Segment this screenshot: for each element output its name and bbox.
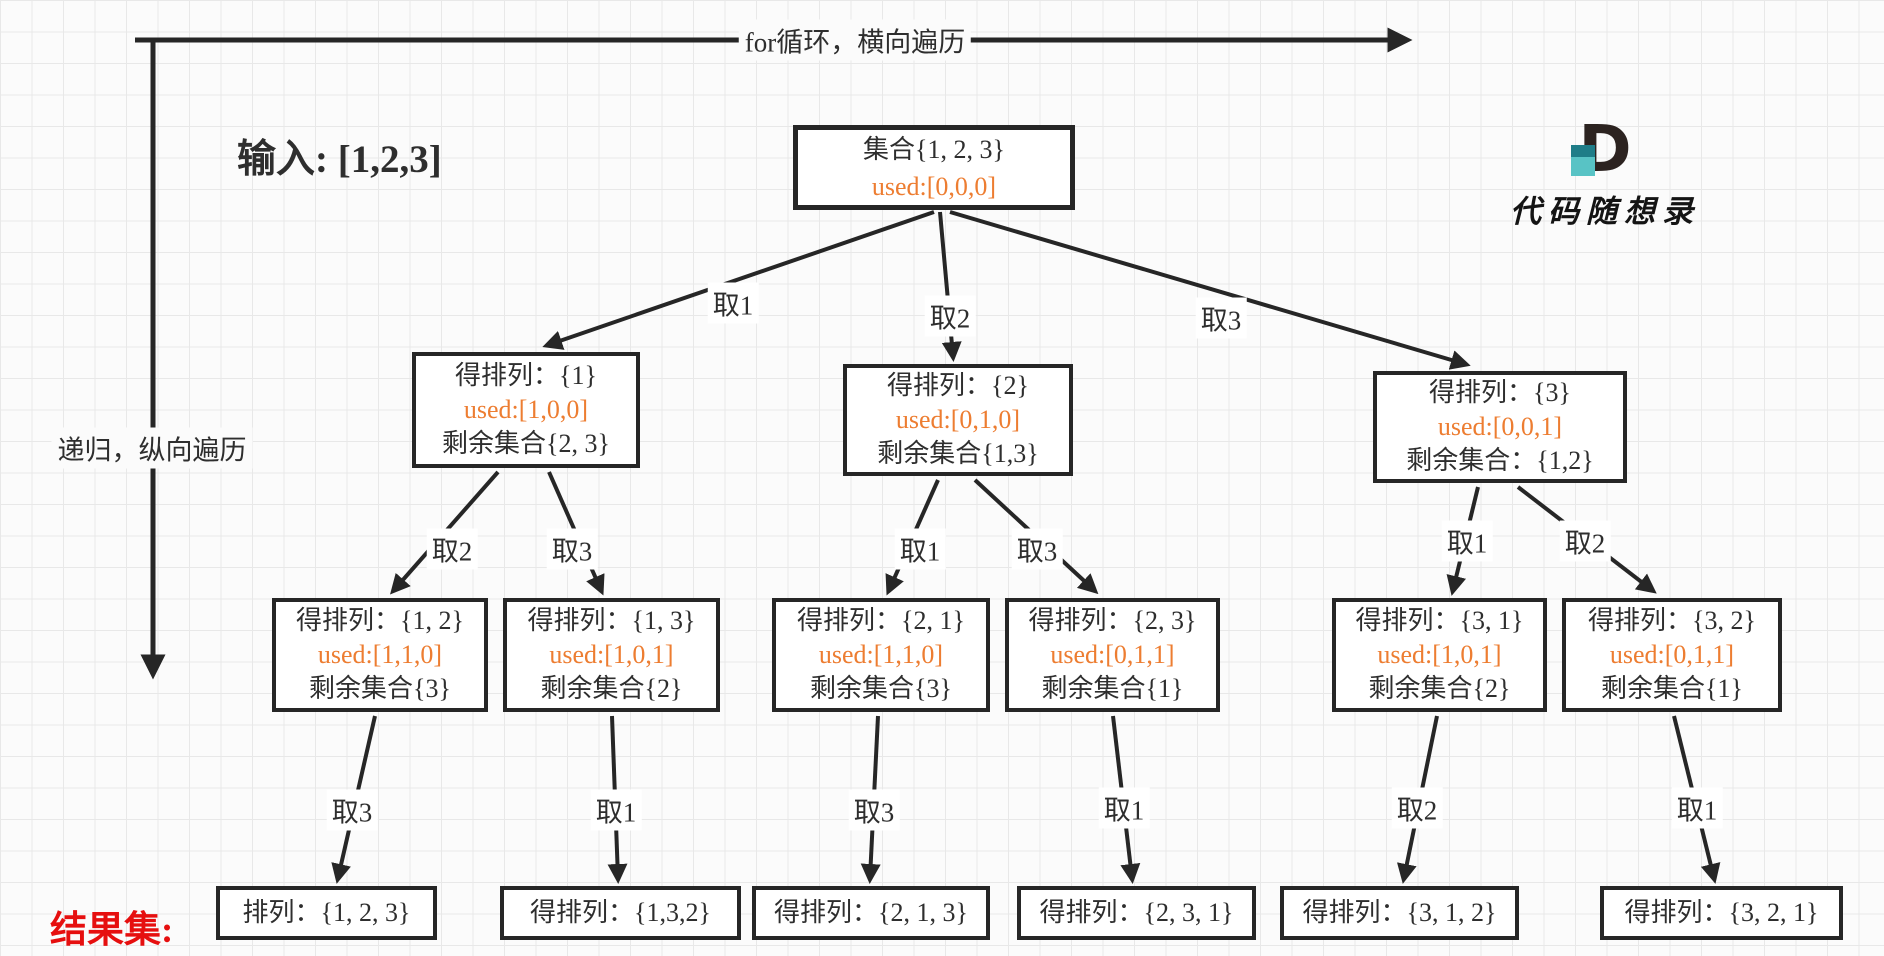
result-box-132: 得排列：{1,3,2} (500, 886, 741, 940)
branch-label: 取3 (326, 789, 378, 831)
result-box-123: 排列：{1, 2, 3} (216, 886, 437, 940)
tree-node-perm-2: 得排列：{2} used:[0,1,0] 剩余集合{1,3} (843, 364, 1073, 476)
branch-label: 取1 (1671, 787, 1723, 829)
input-label: 输入: [1,2,3] (237, 138, 442, 181)
tree-node-perm-13: 得排列：{1, 3} used:[1,0,1] 剩余集合{2} (503, 598, 720, 712)
node-perm-text: 得排列：{3} (1429, 378, 1571, 407)
node-used-text: used:[1,1,0] (317, 640, 443, 669)
branch-label: 取1 (590, 789, 642, 831)
tree-node-perm-32: 得排列：{3, 2} used:[0,1,1] 剩余集合{1} (1562, 598, 1782, 712)
node-perm-text: 得排列：{3, 2} (1588, 606, 1756, 635)
branch-label-take1: 取1 (707, 282, 759, 324)
node-used-text: used:[1,0,1] (1377, 640, 1502, 669)
results-set-label: 结果集: (50, 910, 174, 951)
branch-label-take2: 取2 (924, 295, 976, 337)
node-perm-text: 得排列：{1, 2} (296, 606, 464, 635)
branch-label: 取1 (1441, 520, 1493, 562)
node-perm-text: 得排列：{1} (455, 361, 597, 390)
tree-node-perm-3: 得排列：{3} used:[0,0,1] 剩余集合：{1,2} (1373, 371, 1627, 483)
result-text: 得排列：{2, 1, 3} (774, 898, 968, 927)
node-set-text: 集合{1, 2, 3} (863, 134, 1005, 164)
node-used-text: used:[0,0,0] (871, 171, 997, 201)
tree-node-perm-12: 得排列：{1, 2} used:[1,1,0] 剩余集合{3} (272, 598, 488, 712)
node-used-text: used:[1,1,0] (818, 640, 944, 669)
node-perm-text: 得排列：{2, 3} (1028, 606, 1197, 635)
result-box-321: 得排列：{3, 2, 1} (1600, 886, 1843, 940)
result-box-213: 得排列：{2, 1, 3} (752, 886, 990, 940)
logo-brand-text: 代码随想录 (1510, 194, 1700, 229)
branch-label: 取3 (1011, 528, 1063, 570)
branch-label: 取1 (894, 528, 946, 570)
node-remaining-text: 剩余集合{1} (1041, 674, 1184, 703)
node-remaining-text: 剩余集合{1,3} (877, 439, 1039, 468)
node-used-text: used:[1,0,1] (549, 640, 674, 669)
result-text: 得排列：{1,3,2} (530, 898, 711, 927)
node-remaining-text: 剩余集合：{1,2} (1406, 446, 1594, 475)
node-remaining-text: 剩余集合{1} (1601, 674, 1743, 703)
node-remaining-text: 剩余集合{3} (309, 674, 451, 703)
tree-node-perm-31: 得排列：{3, 1} used:[1,0,1] 剩余集合{2} (1332, 598, 1547, 712)
node-used-text: used:[1,0,0] (463, 395, 589, 424)
node-remaining-text: 剩余集合{2, 3} (442, 429, 610, 458)
logo-teal-accent (1571, 145, 1596, 176)
node-perm-text: 得排列：{1, 3} (527, 606, 696, 635)
result-text: 得排列：{3, 2, 1} (1624, 898, 1819, 927)
node-used-text: used:[0,1,0] (895, 405, 1021, 434)
result-text: 得排列：{2, 3, 1} (1039, 898, 1234, 927)
result-box-312: 得排列：{3, 1, 2} (1280, 886, 1519, 940)
node-remaining-text: 剩余集合{2} (1368, 674, 1511, 703)
result-box-231: 得排列：{2, 3, 1} (1017, 886, 1256, 940)
node-perm-text: 得排列：{2} (887, 371, 1029, 400)
tree-node-root: 集合{1, 2, 3} used:[0,0,0] (793, 125, 1075, 210)
branch-label: 取3 (848, 789, 900, 831)
logo-d-icon: D (1571, 118, 1632, 184)
for-loop-arrow-label: for循环，横向遍历 (738, 19, 972, 61)
branch-label-take3: 取3 (1195, 297, 1247, 339)
recursion-arrow-label: 递归，纵向遍历 (51, 427, 253, 469)
tree-node-perm-1: 得排列：{1} used:[1,0,0] 剩余集合{2, 3} (412, 352, 640, 468)
edge-root-take3 (949, 210, 1471, 370)
branch-label: 取2 (1559, 520, 1611, 562)
node-used-text: used:[0,1,1] (1609, 640, 1735, 669)
node-perm-text: 得排列：{3, 1} (1355, 606, 1524, 635)
branch-label: 取3 (546, 528, 598, 570)
tree-node-perm-21: 得排列：{2, 1} used:[1,1,0] 剩余集合{3} (772, 598, 990, 712)
logo: D 代码随想录 (1500, 118, 1710, 231)
tree-node-perm-23: 得排列：{2, 3} used:[0,1,1] 剩余集合{1} (1005, 598, 1220, 712)
node-remaining-text: 剩余集合{3} (810, 674, 952, 703)
result-text: 排列：{1, 2, 3} (242, 898, 411, 927)
branch-label: 取2 (1391, 787, 1443, 829)
branch-label: 取1 (1098, 787, 1150, 829)
node-remaining-text: 剩余集合{2} (540, 674, 683, 703)
branch-label: 取2 (426, 528, 478, 570)
node-perm-text: 得排列：{2, 1} (797, 606, 965, 635)
edge-root-take1 (542, 210, 935, 350)
node-used-text: used:[0,0,1] (1437, 412, 1563, 441)
result-text: 得排列：{3, 1, 2} (1302, 898, 1497, 927)
node-used-text: used:[0,1,1] (1050, 640, 1175, 669)
